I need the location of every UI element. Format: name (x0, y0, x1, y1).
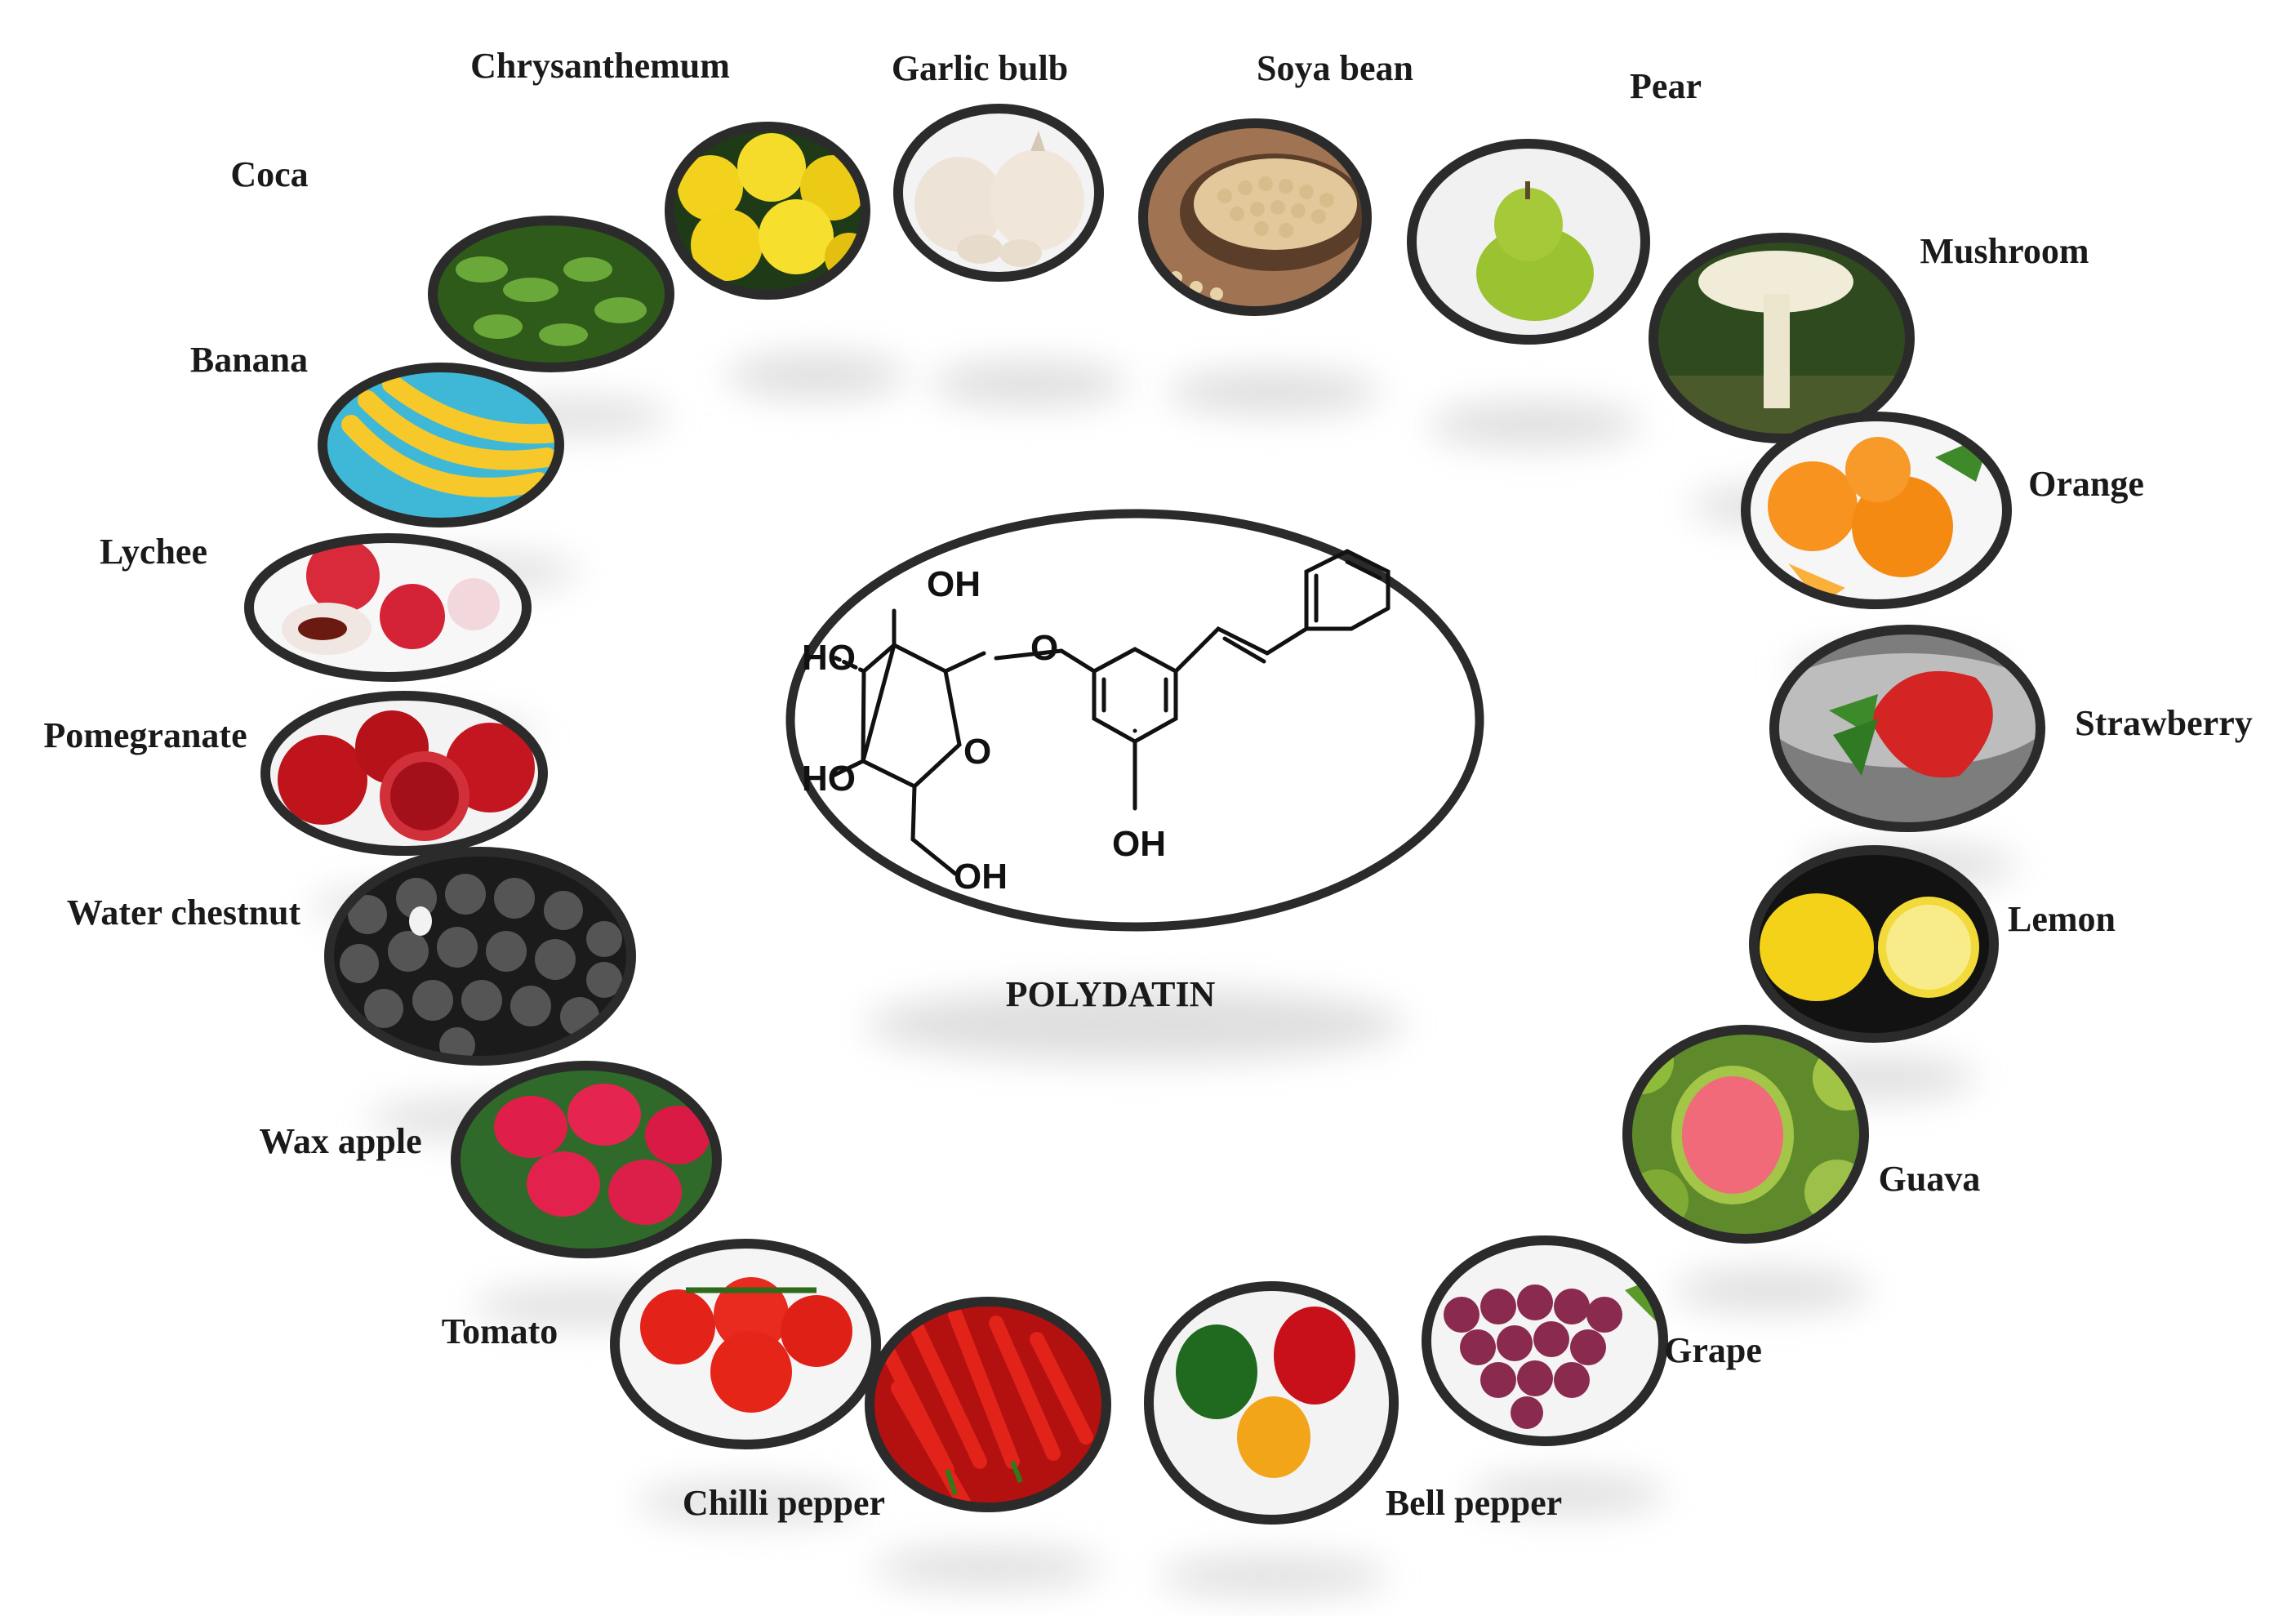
bell-pepper-photo (1144, 1281, 1399, 1525)
source-label: Wax apple (259, 1121, 421, 1161)
guava-photo (1622, 1025, 1869, 1244)
pear-photo (1407, 139, 1650, 345)
source-label: Water chestnut (67, 893, 301, 933)
source-label: Pomegranate (43, 715, 247, 755)
source-label: Bell pepper (1386, 1483, 1562, 1523)
source-labels: Chrysanthemum Garlic bulb Soya bean Pear… (43, 46, 2252, 1523)
chilli-pepper-photo (865, 1297, 1111, 1512)
source-label: Grape (1664, 1330, 1762, 1370)
source-label: Coca (230, 154, 308, 194)
source-label: Lemon (2008, 899, 2116, 939)
ether-oxygen-label: O (1030, 628, 1058, 668)
source-label: Garlic bulb (892, 48, 1068, 88)
source-label: Tomato (442, 1311, 558, 1351)
lemon-photo (1749, 845, 1999, 1043)
source-label: Chrysanthemum (470, 46, 730, 86)
garlic-photo (893, 104, 1104, 282)
wax-apple-photo (451, 1061, 722, 1258)
molecule-bonds (830, 549, 1391, 876)
chrysanthemum-photo (665, 122, 870, 300)
polydatin-structure: OH HO HO OH OH O O (785, 509, 1484, 932)
ring-oxygen-label: O (963, 732, 991, 772)
orange-photo (1741, 412, 2012, 609)
oh-top-label: OH (927, 564, 981, 604)
oh-bottom-label: OH (954, 857, 1008, 897)
ho-upper-label: HO (802, 638, 856, 678)
mushroom-photo (1649, 233, 1915, 443)
source-label: Pear (1630, 66, 1702, 106)
soya-bean-photo (1138, 118, 1372, 316)
molecule-labels: OH HO HO OH OH O O (802, 564, 1166, 897)
source-label: Banana (190, 340, 308, 380)
banana-photo (318, 363, 564, 528)
source-label: Mushroom (1920, 231, 2089, 271)
tomato-photo (610, 1239, 881, 1449)
coca-photo (428, 216, 674, 372)
water-chestnut-photo (324, 847, 636, 1066)
lychee-photo (244, 533, 532, 682)
pomegranate-photo (260, 691, 548, 856)
source-label: Strawberry (2075, 703, 2253, 743)
source-label: Guava (1879, 1159, 1981, 1199)
source-label: Lychee (100, 532, 207, 572)
source-label: Chilli pepper (683, 1483, 885, 1523)
source-label: Soya bean (1257, 48, 1413, 88)
ho-lower-label: HO (802, 759, 856, 799)
strawberry-photo (1769, 625, 2045, 832)
source-label: Orange (2028, 464, 2144, 504)
grape-photo (1422, 1235, 1668, 1446)
oh-phenol-label: OH (1112, 824, 1166, 864)
compound-title: POLYDATIN (1006, 974, 1216, 1014)
